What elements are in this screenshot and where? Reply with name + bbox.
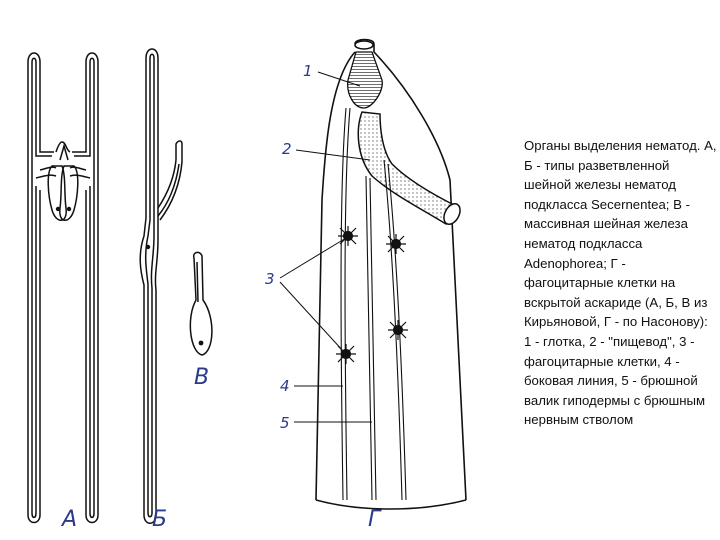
panel-a-nuclei — [56, 207, 71, 211]
part-label-1: 1 — [303, 62, 313, 80]
panel-b-nucleus — [146, 245, 150, 249]
panel-label-a: А — [60, 507, 77, 532]
phagocytic-cell — [338, 226, 358, 246]
figure-caption: Органы выделения нематод. А, Б - типы ра… — [524, 136, 718, 430]
pharynx-shape — [348, 52, 383, 108]
panel-d-body-outline — [316, 40, 466, 510]
part-label-4: 4 — [280, 377, 290, 395]
part-label-5: 5 — [280, 414, 290, 432]
part-label-3: 3 — [265, 270, 275, 288]
panel-a-gland-drawing — [28, 53, 98, 523]
esophagus-tube — [358, 112, 456, 224]
panel-b-gland-drawing — [140, 49, 182, 523]
panel-label-c: В — [194, 365, 209, 390]
phagocytic-cell — [388, 320, 408, 340]
part-label-2: 2 — [282, 140, 292, 158]
panel-c-nucleus — [199, 341, 204, 346]
panel-label-b: Б — [152, 507, 167, 532]
phagocytic-cell — [386, 234, 406, 254]
panel-c-gland-drawing — [190, 252, 212, 355]
panel-label-d: Г — [368, 507, 382, 532]
